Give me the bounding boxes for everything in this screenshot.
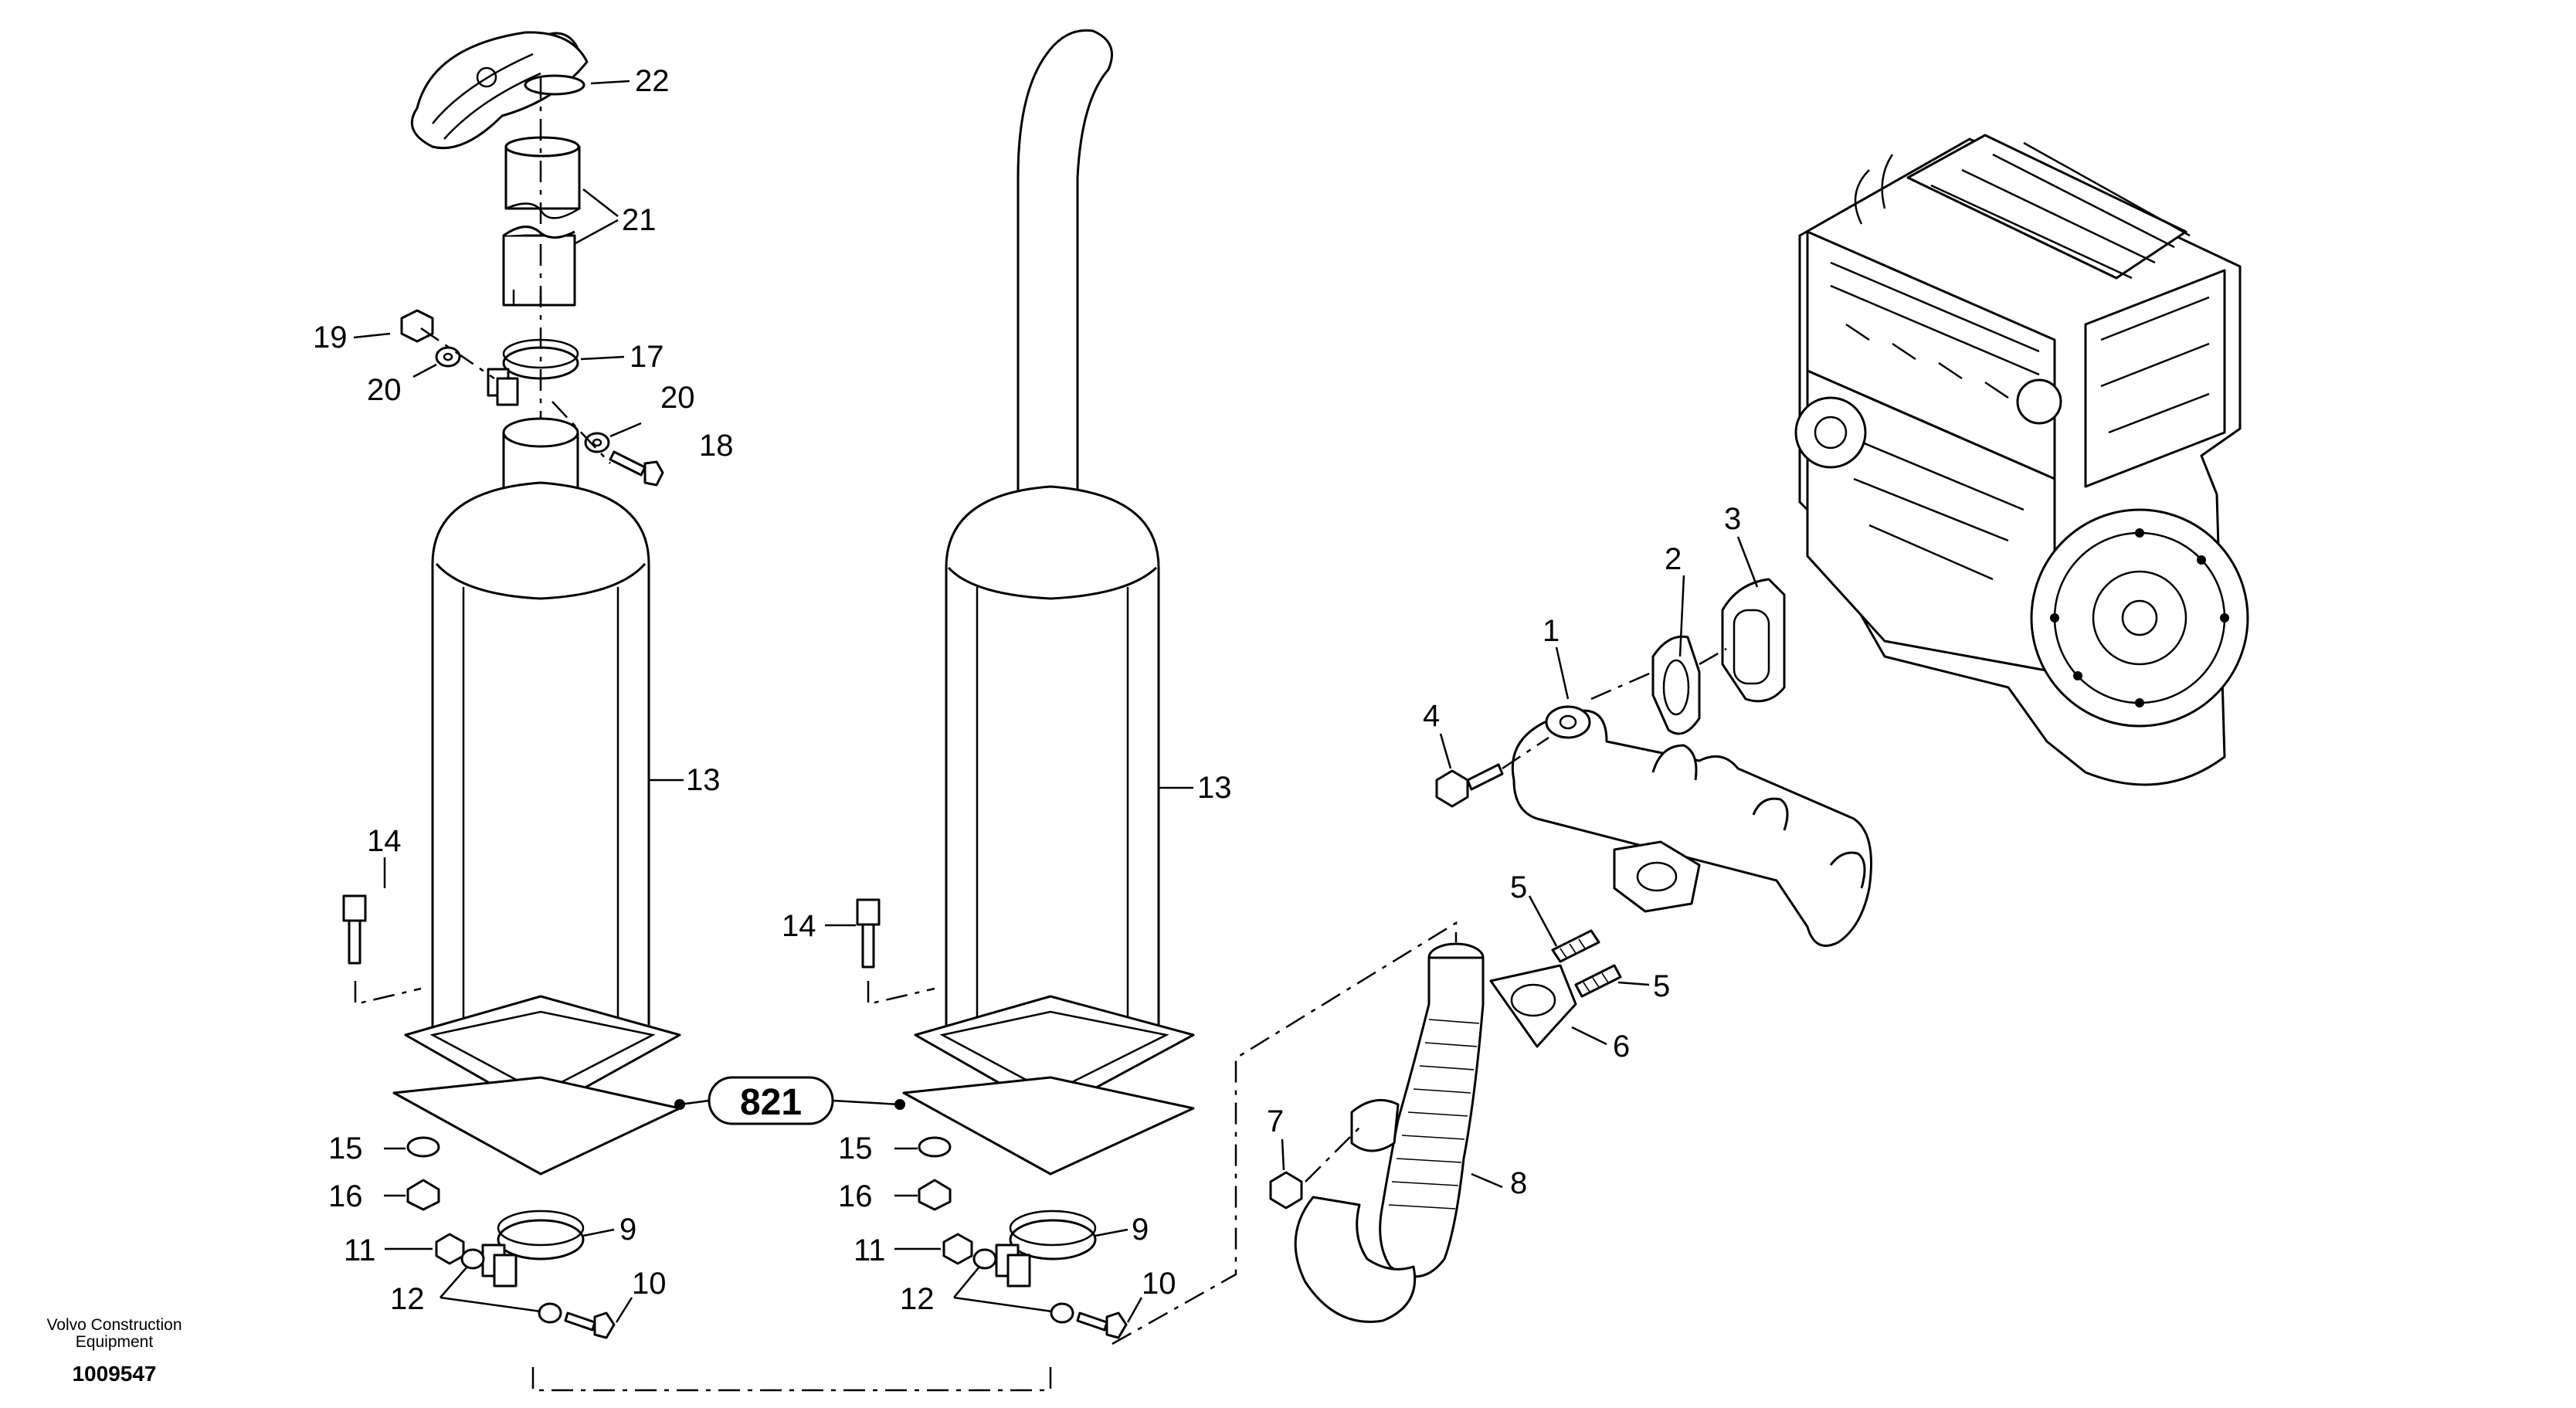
bolt-part-14-right bbox=[856, 898, 935, 1006]
callout-9-left: 9 bbox=[619, 1213, 636, 1247]
gasket-part-2 bbox=[1651, 635, 1701, 735]
nut-part-11-right bbox=[942, 1233, 973, 1265]
right-muffler-assembly bbox=[856, 29, 1195, 1339]
callout-14-right: 14 bbox=[782, 909, 816, 943]
assembly-connection-line bbox=[531, 1359, 1052, 1392]
callout-13-left: 13 bbox=[686, 763, 721, 797]
muffler-part-13-right bbox=[914, 485, 1195, 1114]
nut-part-19 bbox=[400, 309, 434, 343]
clamp-part-9-left bbox=[481, 1210, 585, 1288]
brand-line-2: Equipment bbox=[76, 1333, 154, 1351]
washer-part-12-left-a bbox=[460, 1248, 485, 1270]
callout-12-right: 12 bbox=[900, 1282, 935, 1316]
callout-16-right: 16 bbox=[838, 1179, 873, 1213]
nut-part-7 bbox=[1269, 1171, 1303, 1210]
nut-part-11-left bbox=[435, 1233, 465, 1265]
callout-16-left: 16 bbox=[328, 1179, 363, 1213]
engine-reference-view bbox=[1794, 134, 2249, 786]
washer-part-12-left-b bbox=[538, 1302, 562, 1324]
callout-8: 8 bbox=[1510, 1166, 1527, 1200]
sleeve-part-21-lower bbox=[502, 226, 576, 307]
rain-cap-part-22 bbox=[410, 31, 589, 150]
washer-part-12-right-b bbox=[1050, 1302, 1074, 1324]
bolt-part-10-right bbox=[1076, 1311, 1128, 1339]
document-number: 1009547 bbox=[72, 1362, 156, 1386]
pipe-connection-line bbox=[1112, 921, 1458, 1345]
callout-11-right: 11 bbox=[854, 1233, 886, 1267]
diagram-footer: Volvo Construction Equipment 1009547 bbox=[46, 1316, 182, 1386]
callout-numbers: 22 21 19 20 17 20 18 13 13 14 14 15 16 1… bbox=[313, 64, 1741, 1316]
bolt-part-10-left bbox=[564, 1311, 616, 1339]
callout-20-right: 20 bbox=[660, 381, 695, 415]
sleeve-part-21-upper bbox=[504, 136, 581, 219]
nut-part-16-right bbox=[918, 1179, 952, 1211]
left-muffler-assembly bbox=[342, 31, 681, 1339]
washer-part-20-right bbox=[584, 432, 610, 453]
washer-part-12-right-a bbox=[972, 1248, 997, 1270]
callout-13-right: 13 bbox=[1197, 771, 1232, 805]
callout-20-left: 20 bbox=[367, 373, 402, 407]
callout-19: 19 bbox=[313, 321, 348, 355]
washer-part-15-right bbox=[918, 1136, 952, 1158]
callout-7: 7 bbox=[1267, 1104, 1284, 1138]
bolt-part-4 bbox=[1435, 736, 1549, 808]
nut-part-16-left bbox=[406, 1179, 440, 1211]
callout-6: 6 bbox=[1613, 1030, 1630, 1064]
stud-part-5-upper bbox=[1551, 929, 1600, 963]
gasket-part-3 bbox=[1721, 578, 1786, 703]
callout-21: 21 bbox=[622, 203, 657, 237]
exhaust-manifold-part-1 bbox=[1511, 705, 1872, 947]
callout-12-left: 12 bbox=[390, 1282, 425, 1316]
reference-box-821: 821 bbox=[674, 1076, 905, 1125]
callout-2: 2 bbox=[1665, 542, 1682, 576]
tail-pipe bbox=[1016, 29, 1113, 542]
callout-9-right: 9 bbox=[1132, 1213, 1149, 1247]
muffler-part-13-left bbox=[404, 417, 681, 1114]
brand-line-1: Volvo Construction bbox=[46, 1316, 182, 1334]
clamp-part-17 bbox=[487, 338, 579, 406]
callout-4: 4 bbox=[1423, 699, 1440, 733]
callout-5-lower: 5 bbox=[1653, 969, 1670, 1003]
gasket-part-6 bbox=[1489, 964, 1577, 1048]
exhaust-pipe-part-8 bbox=[1294, 942, 1485, 1323]
reference-number: 821 bbox=[740, 1082, 802, 1123]
callout-1: 1 bbox=[1543, 614, 1560, 648]
callout-22: 22 bbox=[635, 64, 670, 98]
bolt-part-18 bbox=[609, 450, 664, 487]
callout-leaders bbox=[353, 80, 1759, 1323]
bolt-part-14-left bbox=[342, 894, 422, 1006]
callout-5-upper: 5 bbox=[1510, 870, 1527, 904]
callout-14-left: 14 bbox=[367, 824, 402, 858]
callout-11-left: 11 bbox=[344, 1233, 376, 1267]
callout-3: 3 bbox=[1724, 502, 1741, 536]
muffler-gasket-left bbox=[392, 1076, 681, 1176]
muffler-gasket-right bbox=[902, 1076, 1195, 1176]
callout-10-right: 10 bbox=[1142, 1267, 1176, 1301]
callout-15-right: 15 bbox=[838, 1131, 873, 1165]
callout-10-left: 10 bbox=[632, 1267, 667, 1301]
callout-15-left: 15 bbox=[328, 1131, 363, 1165]
stud-part-5-lower bbox=[1574, 964, 1622, 998]
washer-part-15-left bbox=[406, 1136, 440, 1158]
callout-17: 17 bbox=[630, 340, 664, 374]
clamp-part-9-right bbox=[995, 1210, 1097, 1288]
washer-part-20-left bbox=[435, 346, 461, 368]
callout-18: 18 bbox=[699, 429, 734, 463]
